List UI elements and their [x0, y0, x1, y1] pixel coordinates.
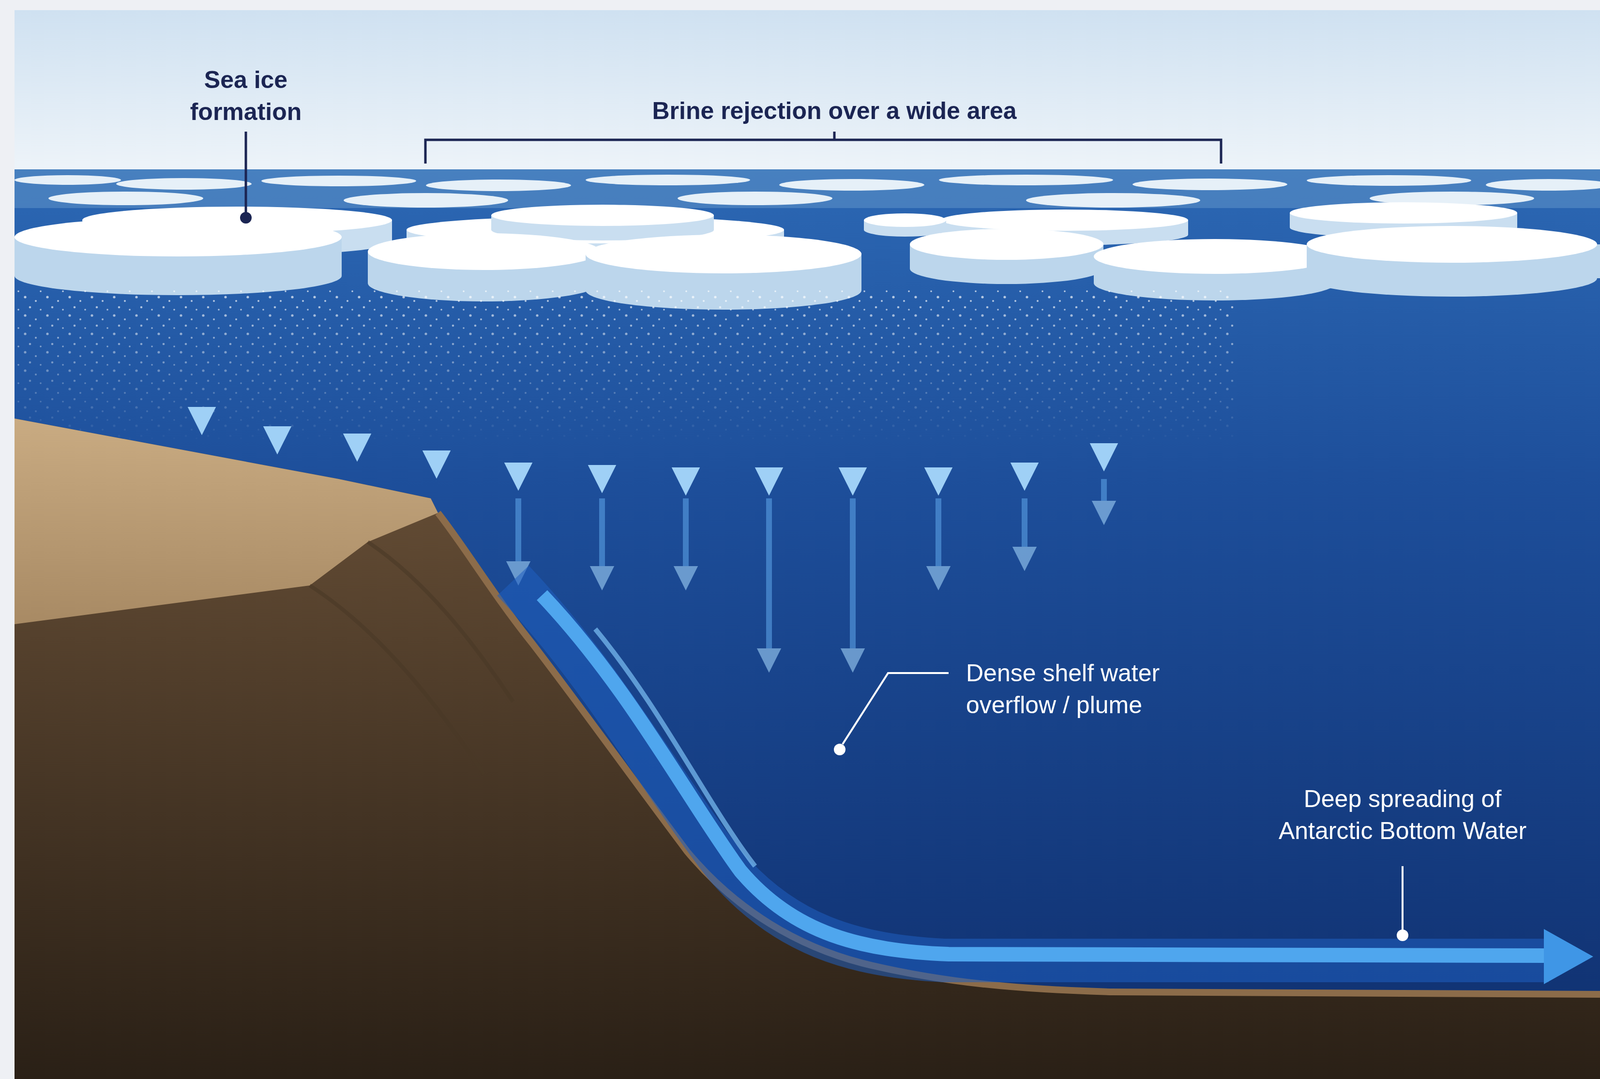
brine-label: Brine rejection over a wide area	[592, 94, 1077, 127]
sea-ice-label: Sea ice formation	[173, 63, 319, 128]
bottom-water-label: Deep spreading of Antarctic Bottom Water	[1257, 783, 1548, 847]
plume-label: Dense shelf water overflow / plume	[966, 657, 1194, 722]
